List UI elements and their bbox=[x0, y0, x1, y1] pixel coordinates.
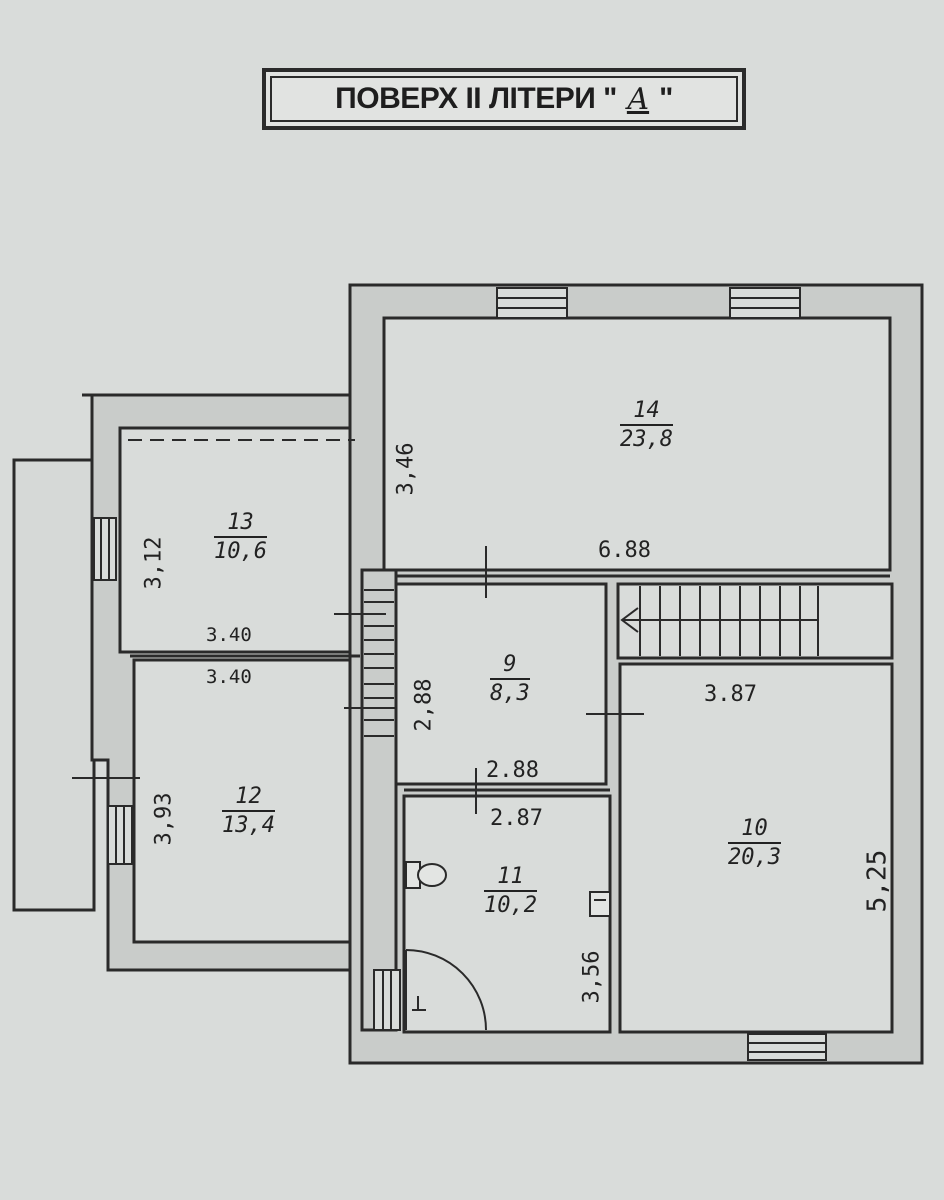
staircase bbox=[620, 586, 819, 656]
room-11-inner bbox=[402, 794, 612, 1034]
room-12-label: 12 13,4 bbox=[222, 786, 275, 837]
room-9-area: 8,3 bbox=[490, 681, 530, 706]
title-prefix: ПОВЕРХ bbox=[335, 82, 458, 115]
title-text: ПОВЕРХ II ЛІТЕРИ " А " bbox=[266, 72, 742, 126]
title-letter: А bbox=[626, 81, 650, 117]
dim-3-87: 3.87 bbox=[704, 682, 757, 707]
dim-2-87: 2.87 bbox=[490, 806, 543, 831]
window-top-left bbox=[496, 287, 568, 319]
room-13-area: 10,6 bbox=[214, 539, 267, 564]
toilet-fixture bbox=[405, 861, 447, 889]
room-13-number: 13 bbox=[214, 512, 267, 538]
window-left-lower bbox=[107, 805, 133, 865]
title-quote-close: " bbox=[659, 82, 673, 115]
title-word: ЛІТЕРИ bbox=[488, 82, 596, 115]
room-9-number: 9 bbox=[490, 654, 530, 680]
door-handle bbox=[412, 996, 426, 1011]
window-left-upper bbox=[93, 517, 117, 581]
dim-2-88-horizontal: 2.88 bbox=[486, 758, 539, 783]
room-14-area: 23,8 bbox=[620, 427, 673, 452]
room-9-label: 9 8,3 bbox=[490, 654, 530, 705]
dim-3-40-upper: 3.40 bbox=[206, 624, 252, 646]
room-14-inner bbox=[382, 316, 892, 572]
balcony-outline bbox=[12, 458, 96, 912]
dim-3-40-lower: 3.40 bbox=[206, 666, 252, 688]
dim-3-12: 3,12 bbox=[141, 536, 167, 590]
room-11-area: 10,2 bbox=[484, 893, 537, 918]
title-floor: II bbox=[465, 82, 482, 115]
room-12-area: 13,4 bbox=[222, 813, 275, 838]
left-wing-inner-12 bbox=[132, 658, 362, 944]
door-swing bbox=[405, 949, 487, 1031]
room-10-area: 20,3 bbox=[728, 845, 781, 870]
dim-6-88: 6.88 bbox=[598, 538, 651, 563]
dim-3-56: 3,56 bbox=[579, 950, 605, 1004]
room-10-label: 10 20,3 bbox=[728, 818, 781, 869]
room-10-inner bbox=[618, 662, 894, 1034]
room-14-label: 14 23,8 bbox=[620, 400, 673, 451]
title-quote-open: " bbox=[603, 82, 617, 115]
room-11-number: 11 bbox=[484, 866, 537, 892]
dim-2-88-vertical: 2,88 bbox=[411, 678, 437, 732]
dim-3-46: 3,46 bbox=[393, 442, 419, 496]
room-12-number: 12 bbox=[222, 786, 275, 812]
window-bottom bbox=[747, 1033, 827, 1061]
title-box: ПОВЕРХ II ЛІТЕРИ " А " bbox=[262, 68, 746, 130]
dim-5-25: 5,25 bbox=[862, 849, 893, 913]
radiator-fixture bbox=[589, 891, 611, 917]
room-13-label: 13 10,6 bbox=[214, 512, 267, 563]
corridor-hatching bbox=[364, 589, 394, 737]
window-top-right bbox=[729, 287, 801, 319]
room-10-number: 10 bbox=[728, 818, 781, 844]
room-14-number: 14 bbox=[620, 400, 673, 426]
dim-3-93: 3,93 bbox=[151, 792, 177, 846]
room-11-label: 11 10,2 bbox=[484, 866, 537, 917]
corridor-wall bbox=[360, 568, 398, 1032]
window-corridor bbox=[373, 969, 401, 1031]
left-wing-inner-13 bbox=[118, 426, 362, 654]
